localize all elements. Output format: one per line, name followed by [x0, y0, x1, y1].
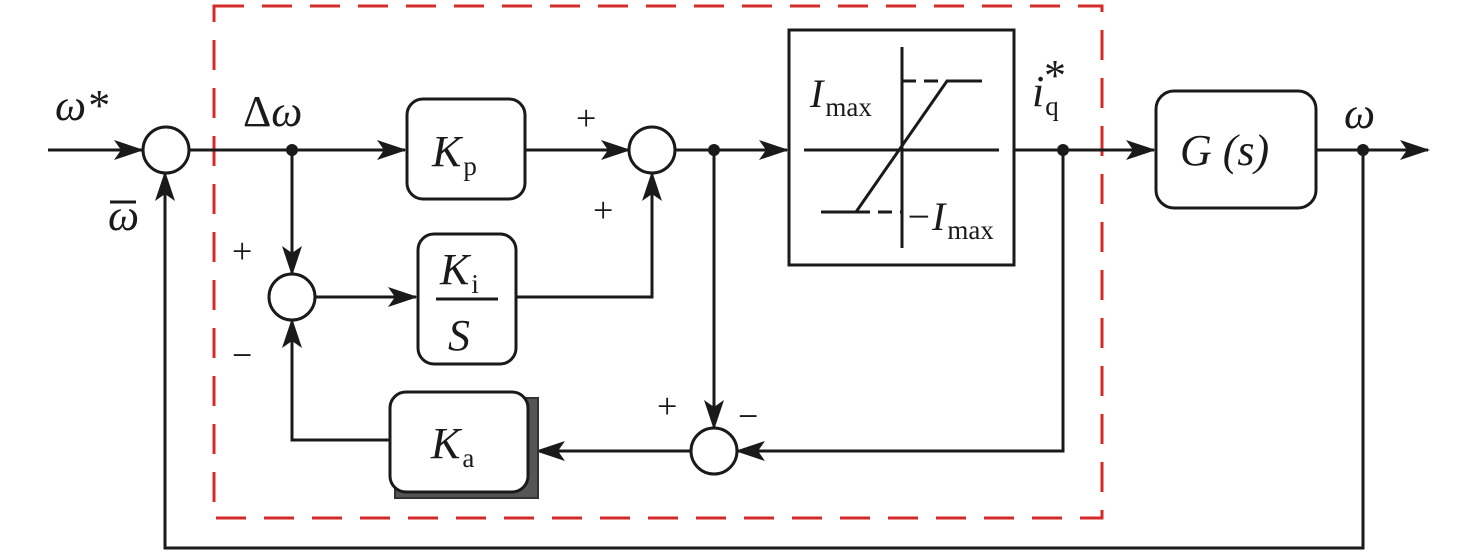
error-summing-junction [141, 125, 191, 175]
pre-sat-branch-dot [708, 144, 720, 156]
plant-label: G (s) [1180, 126, 1269, 175]
sign-kp-plus: + [576, 98, 596, 138]
saturation-lower-label: −Imax [905, 194, 994, 245]
main-summing-junction [627, 125, 677, 175]
ki-numerator: Ki [439, 245, 479, 299]
plant-block [1154, 89, 1318, 210]
saturation-curve [821, 79, 982, 214]
controller-boundary [212, 4, 1104, 520]
sign-presat-plus: + [657, 386, 677, 426]
saturation-difference-junction [689, 426, 739, 476]
output-speed-label: ω [1344, 89, 1375, 138]
reference-speed-label: ω* [55, 81, 108, 130]
post-sat-to-diff-wire [735, 150, 1065, 461]
error-branch-dot [286, 144, 298, 156]
current-reference-star: * [1044, 51, 1066, 100]
speed-error-label: Δω [243, 87, 302, 136]
outer-feedback-wire [155, 150, 1365, 550]
sign-error-plus: + [232, 231, 252, 271]
output-branch-dot [1357, 144, 1369, 156]
saturation-upper-label: Imax [809, 71, 872, 122]
feedback-speed-label: ω [108, 191, 139, 240]
kp-label: Kp [431, 127, 477, 181]
ki-denominator: S [448, 311, 470, 360]
current-reference-label: iq [1032, 67, 1059, 121]
ki-to-sum-wire [516, 171, 662, 299]
sign-ka-minus: − [232, 335, 252, 375]
post-sat-branch-dot [1057, 144, 1069, 156]
ka-to-aw-sum-wire [282, 318, 390, 442]
ka-label: Ka [430, 419, 474, 473]
ka-block [388, 390, 530, 494]
anti-windup-summing-junction [267, 272, 317, 322]
sign-ki-plus: + [593, 190, 613, 230]
sign-postsat-minus: − [738, 396, 758, 436]
kp-block [405, 97, 527, 201]
